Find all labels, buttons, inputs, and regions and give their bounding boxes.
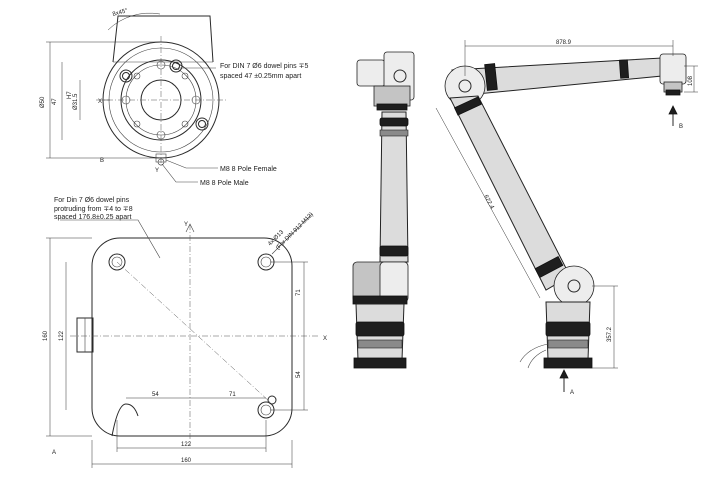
dim-flange-h: 108 bbox=[688, 75, 694, 86]
arrow-a-label: A bbox=[570, 390, 574, 396]
dim-right-upper: 71 bbox=[296, 289, 302, 296]
top-dowel-note-1: For DIN 7 Ø6 dowel pins ∓5 bbox=[220, 63, 308, 70]
connector-male-label: M8 8 Pole Male bbox=[200, 180, 249, 187]
base-view-label: A bbox=[52, 450, 56, 456]
top-view-label: B bbox=[100, 158, 104, 164]
dim-width-inner: 122 bbox=[181, 442, 192, 448]
base-dowel-note-1: For Din 7 Ø6 dowel pins bbox=[54, 197, 130, 204]
dim-reach: 878.9 bbox=[556, 40, 572, 46]
dim-bottom-left: 54 bbox=[152, 392, 159, 398]
top-axis-y: Y bbox=[155, 168, 159, 174]
top-view: 8x45° X Y bbox=[40, 8, 308, 187]
connector-female-label: M8 8 Pole Female bbox=[220, 166, 277, 173]
dim-bottom-right: 71 bbox=[229, 392, 236, 398]
dim-height-inner: 122 bbox=[59, 330, 65, 341]
dim-d50: Ø50 bbox=[40, 96, 46, 108]
dim-right-lower: 54 bbox=[296, 371, 302, 378]
dim-47: 47 bbox=[52, 98, 58, 105]
arm-vertical bbox=[352, 51, 415, 369]
dim-forearm-len: 622.4 bbox=[482, 194, 495, 211]
chamfer-dim-label: 8x45° bbox=[112, 8, 129, 18]
base-dowel-note-2: protruding from ∓4 to ∓8 bbox=[54, 206, 133, 213]
base-axis-x: X bbox=[323, 336, 327, 342]
side-dims: 878.9 108 622.4 357.2 A B bbox=[435, 40, 698, 396]
dim-height-outer: 160 bbox=[43, 330, 49, 341]
top-dowel-note-2: spaced 47 ±0.25mm apart bbox=[220, 73, 301, 80]
base-view: X Y 160 122 71 54 54 71 122 160 A For Di… bbox=[43, 197, 327, 468]
base-axis-y: Y bbox=[184, 222, 188, 228]
dim-h7: H7 bbox=[67, 91, 73, 99]
top-axis-x: X bbox=[98, 99, 102, 105]
dim-base-h: 357.2 bbox=[607, 326, 613, 342]
arrow-b-label: B bbox=[679, 124, 683, 130]
dim-width-outer: 160 bbox=[181, 458, 192, 464]
base-dowel-note-3: spaced 176.8±0.25 apart bbox=[54, 214, 131, 221]
dim-d315: Ø31.5 bbox=[73, 93, 79, 110]
arm-diagonal bbox=[444, 53, 687, 369]
